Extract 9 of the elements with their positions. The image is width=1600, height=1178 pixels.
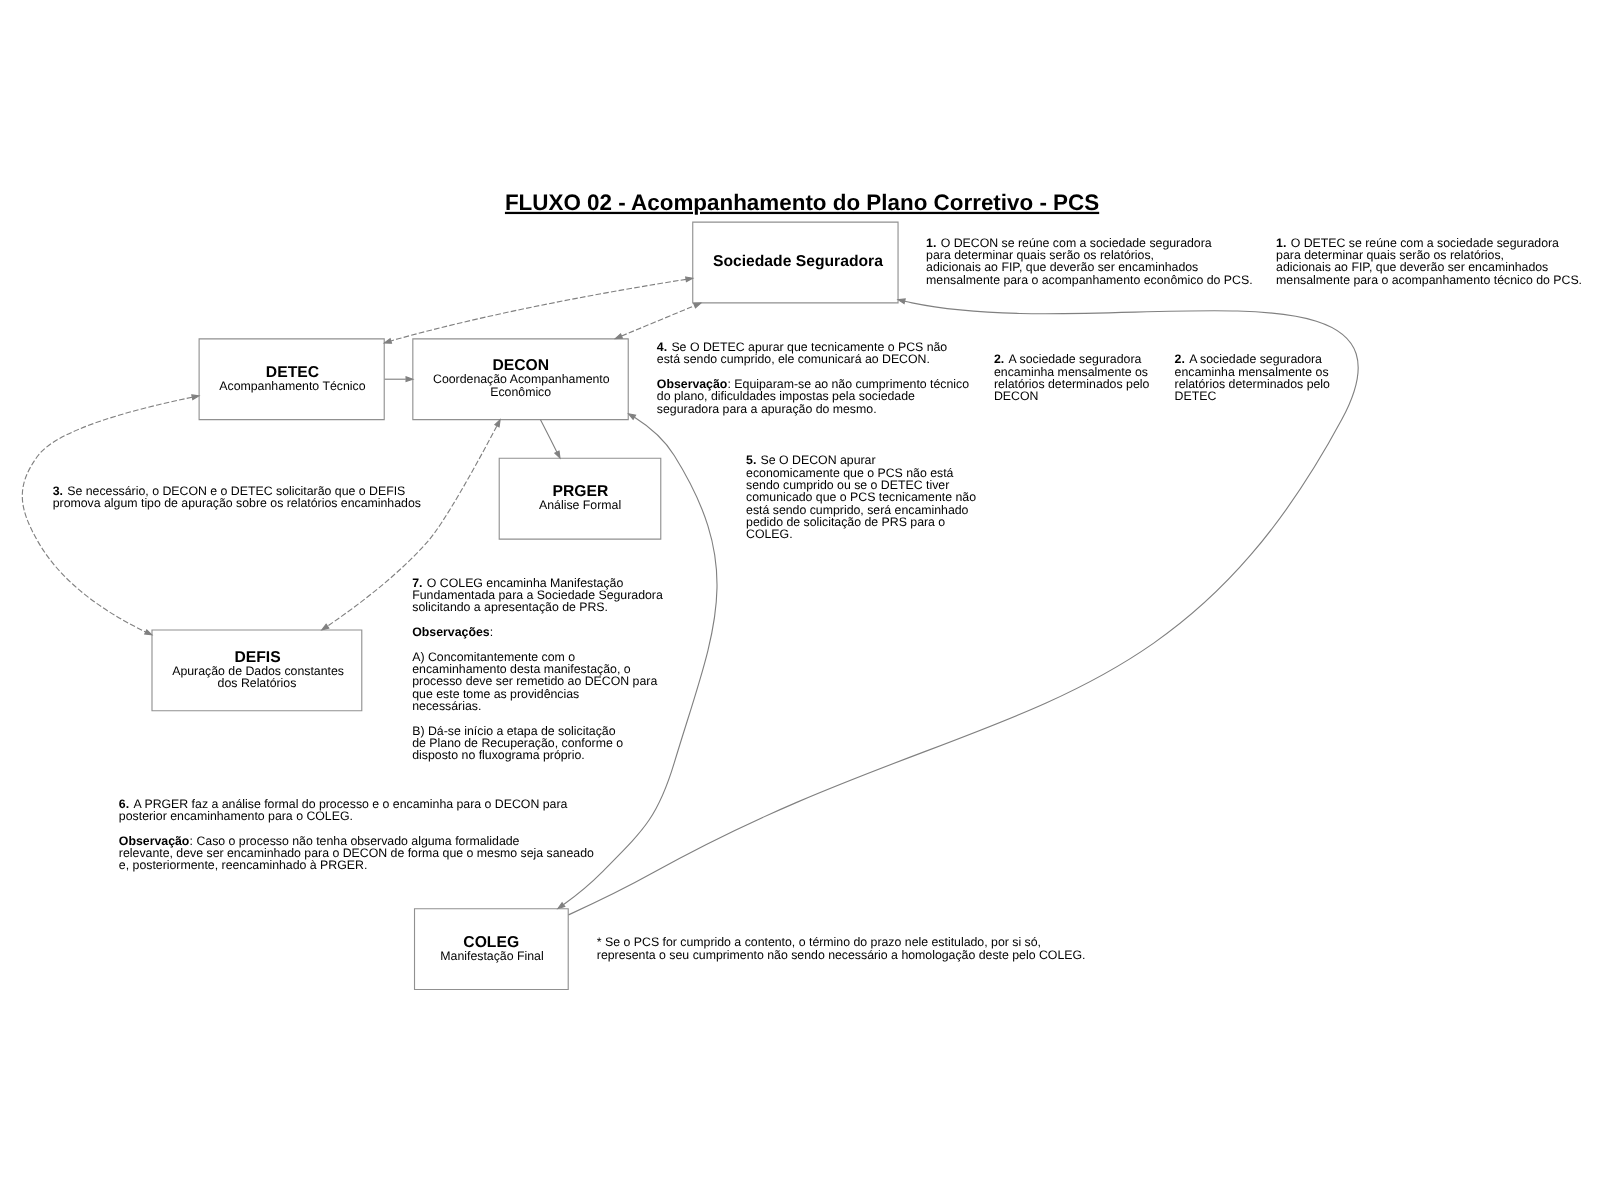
arrow bbox=[320, 418, 501, 631]
arrow bbox=[382, 276, 695, 344]
arrow bbox=[539, 419, 561, 460]
arrow bbox=[567, 298, 1358, 916]
diagram-title: FLUXO 02 - Acompanhamento do Plano Corretivo - PCS bbox=[504, 191, 1100, 216]
arrow bbox=[21, 394, 201, 636]
arrow bbox=[556, 412, 718, 910]
arrow bbox=[384, 376, 415, 383]
arrow bbox=[613, 302, 703, 340]
